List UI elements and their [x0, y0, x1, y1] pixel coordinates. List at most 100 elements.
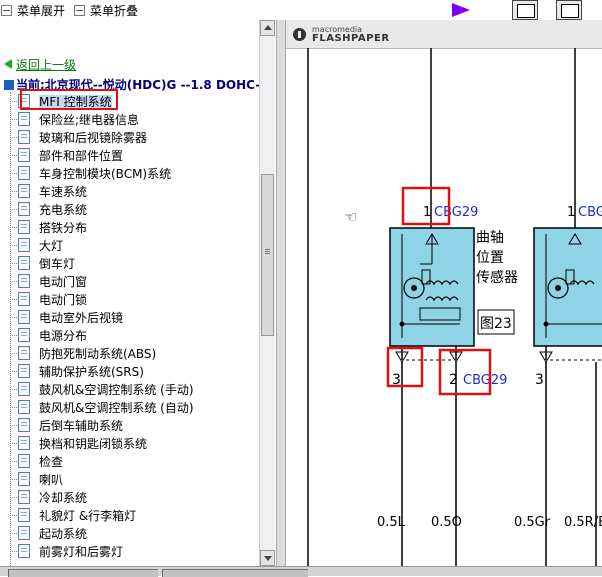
- tree-item[interactable]: 前雾灯和后雾灯: [10, 543, 123, 561]
- document-icon: [18, 292, 30, 306]
- wiring-diagram: 图23 曲轴 位置 传感器 1 CBG29 3 2 CBG29 1 CBG 3: [307, 48, 602, 566]
- document-icon: [18, 166, 30, 180]
- tree-item[interactable]: 玻璃和后视镜除雾器: [10, 129, 148, 147]
- document-icon: [18, 130, 30, 144]
- tree-item-label: 礼貌灯 &行李箱灯: [39, 509, 137, 523]
- tree-item[interactable]: MFI 控制系统: [10, 93, 112, 111]
- document-icon: [18, 256, 30, 270]
- tree-item[interactable]: 电动室外后视镜: [10, 309, 124, 327]
- tree-item[interactable]: 防抱死制动系统(ABS): [10, 345, 157, 363]
- sensor-name-1: 曲轴: [476, 230, 504, 246]
- wire-label: 0.5Gr: [514, 515, 551, 530]
- tree-branch: [10, 407, 17, 408]
- bottom-tab[interactable]: [162, 569, 308, 577]
- tree-scrollbar[interactable]: [259, 20, 275, 566]
- scroll-up-button[interactable]: [260, 20, 275, 36]
- tree-item[interactable]: 换档和钥匙闭锁系统: [10, 435, 147, 453]
- tree-branch: [10, 479, 17, 480]
- pin-3b-label: 3: [535, 372, 544, 388]
- tree-item[interactable]: 后倒车辅助系统: [10, 417, 124, 435]
- figure-label: 图23: [480, 316, 512, 332]
- play-icon[interactable]: [452, 3, 470, 17]
- tree-item[interactable]: 鼓风机&空调控制系统 (自动): [10, 399, 194, 417]
- top-toolbar: 菜单展开 菜单折叠: [0, 0, 602, 20]
- connector-label-right: CBG: [578, 205, 602, 220]
- tree-item[interactable]: 车速系统: [10, 183, 87, 201]
- expand-menu-button[interactable]: 菜单展开: [1, 2, 65, 19]
- tree-item-label: 倒车灯: [39, 257, 76, 271]
- pin-1-label: 1: [423, 205, 431, 220]
- tree-branch: [10, 533, 17, 534]
- document-icon: [18, 328, 30, 342]
- wire-label: 0.5O: [431, 515, 462, 530]
- document-icon: [18, 472, 30, 486]
- flashpaper-header: macromedia FLASHPAPER: [286, 20, 602, 49]
- document-icon: [18, 526, 30, 540]
- tree-item[interactable]: 礼貌灯 &行李箱灯: [10, 507, 137, 525]
- figure-label-box: [477, 309, 515, 335]
- document-icon: [18, 382, 30, 396]
- tree-item-label: 辅助保护系统(SRS): [39, 365, 144, 379]
- tree-item-label: 搭铁分布: [39, 221, 88, 235]
- flashpaper-viewer[interactable]: macromedia FLASHPAPER 图23 曲轴: [286, 20, 602, 566]
- tree-branch: [10, 497, 17, 498]
- tree-item[interactable]: 辅助保护系统(SRS): [10, 363, 144, 381]
- tree-item-label: 检查: [39, 455, 64, 469]
- back-up-link[interactable]: 返回上一级: [4, 56, 76, 73]
- tree-branch: [10, 317, 17, 318]
- tree-item[interactable]: 搭铁分布: [10, 219, 88, 237]
- computer-icon: [4, 80, 14, 90]
- tree-item[interactable]: 电源分布: [10, 327, 87, 345]
- tree-item[interactable]: 起动系统: [10, 525, 87, 543]
- tree-branch: [10, 425, 17, 426]
- tree-item[interactable]: 大灯: [10, 237, 64, 255]
- sensor-name-2: 位置: [476, 250, 504, 266]
- document-icon: [18, 112, 30, 126]
- tree-item-label: 大灯: [39, 239, 64, 253]
- page-width-button[interactable]: [512, 0, 538, 20]
- tree-item[interactable]: 保险丝;继电器信息: [10, 111, 139, 129]
- tree-item-label: 后倒车辅助系统: [39, 419, 124, 433]
- tree-item[interactable]: 倒车灯: [10, 255, 76, 273]
- tree-item[interactable]: 喇叭: [10, 471, 64, 489]
- tree-item-label: 防抱死制动系统(ABS): [39, 347, 157, 361]
- document-icon: [18, 202, 30, 216]
- document-icon: [18, 418, 30, 432]
- tree-item-label: 部件和部件位置: [39, 149, 124, 163]
- tree-item[interactable]: 冷却系统: [10, 489, 87, 507]
- tree-item[interactable]: 部件和部件位置: [10, 147, 124, 165]
- tree-item-label: 电动门锁: [39, 293, 88, 307]
- macromedia-logo-icon: [293, 28, 306, 41]
- tree-item[interactable]: 检查: [10, 453, 64, 471]
- scroll-down-button[interactable]: [260, 550, 275, 566]
- tree-item[interactable]: 充电系统: [10, 201, 87, 219]
- scroll-thumb[interactable]: [261, 174, 274, 336]
- tree-item[interactable]: 电动门锁: [10, 291, 88, 309]
- tree-branch: [10, 515, 17, 516]
- tree-item-label: MFI 控制系统: [39, 95, 112, 109]
- tree-item-label: 鼓风机&空调控制系统 (自动): [39, 401, 194, 415]
- sensor-name-3: 传感器: [476, 269, 518, 286]
- tree-branch: [10, 245, 17, 246]
- tree-item-label: 鼓风机&空调控制系统 (手动): [39, 383, 194, 397]
- pin-2-label: 2: [449, 372, 458, 388]
- tree-branch: [10, 389, 17, 390]
- tree-item[interactable]: 电动门窗: [10, 273, 87, 291]
- pane-splitter[interactable]: [276, 20, 286, 566]
- document-icon: [18, 184, 30, 198]
- tree-item[interactable]: 鼓风机&空调控制系统 (手动): [10, 381, 194, 399]
- tree-item-label: 喇叭: [39, 473, 64, 487]
- tree-item-label: 电动室外后视镜: [39, 311, 124, 325]
- document-icon: [18, 220, 30, 234]
- tree-branch: [10, 335, 17, 336]
- collapse-menu-button[interactable]: 菜单折叠: [74, 2, 138, 19]
- document-icon: [18, 310, 30, 324]
- two-page-button[interactable]: [556, 0, 582, 20]
- tree-item-label: 玻璃和后视镜除雾器: [39, 131, 148, 145]
- bottom-tab[interactable]: [8, 569, 158, 577]
- tree-item[interactable]: 车身控制模块(BCM)系统: [10, 165, 171, 183]
- pages-icon: [561, 4, 579, 18]
- document-icon: [18, 508, 30, 522]
- tree-branch: [10, 137, 17, 138]
- tree-branch: [10, 227, 17, 228]
